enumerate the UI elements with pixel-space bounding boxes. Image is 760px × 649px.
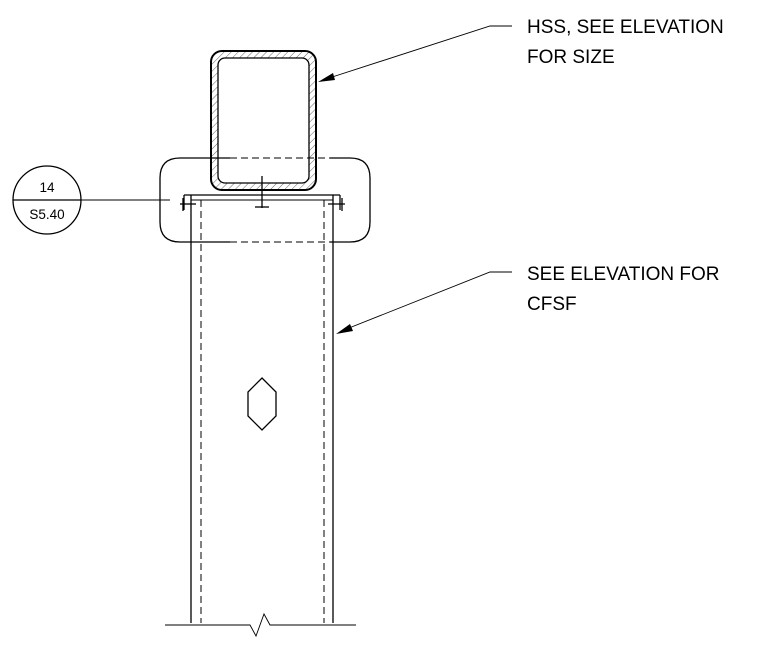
cfsf-note-leader — [336, 271, 512, 334]
hss-wall-hatch — [211, 51, 316, 190]
hss-note-line-1: HSS, SEE ELEVATION — [527, 17, 724, 38]
cfsf-note-line-1: SEE ELEVATION FOR — [527, 264, 720, 285]
cfsf-note-line-2: CFSF — [527, 294, 577, 315]
section-tag-number: 14 — [39, 180, 55, 195]
hss-leader-line — [325, 25, 512, 80]
fasteners — [180, 176, 345, 211]
section-tag: 14 S5.40 — [12, 165, 170, 235]
hss-outer-wall — [210, 50, 317, 191]
hss-note-line-2: FOR SIZE — [527, 47, 615, 68]
hss-leader-arrowhead — [318, 73, 335, 82]
cfsf-stud — [183, 194, 341, 623]
hss-inner-wall — [217, 57, 310, 184]
cfsf-leader-arrowhead — [336, 324, 353, 334]
hss-note-leader — [318, 25, 512, 82]
break-line — [165, 612, 356, 638]
hss-tube — [210, 50, 317, 191]
web-punchout-icon — [247, 377, 277, 431]
cfsf-leader-line — [343, 271, 512, 331]
section-tag-sheet: S5.40 — [29, 207, 64, 222]
